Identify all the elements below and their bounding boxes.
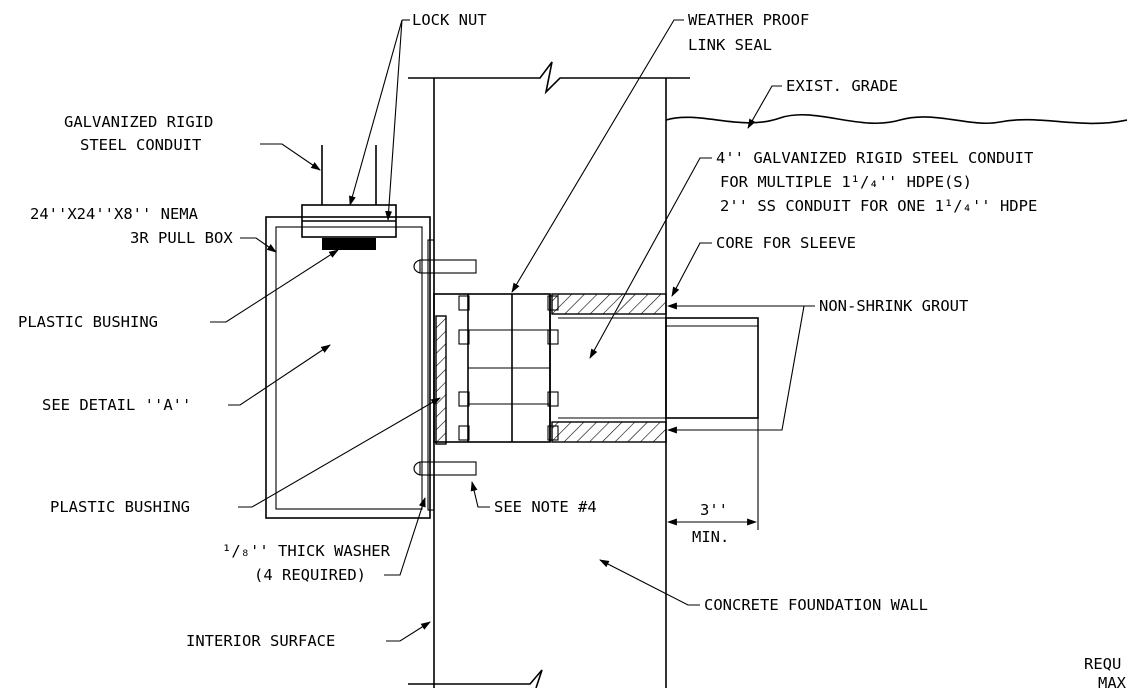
cut-max-label: MAX xyxy=(1098,674,1127,688)
weather-proof-label-2: LINK SEAL xyxy=(688,36,772,54)
plastic-bushing-bottom-label: PLASTIC BUSHING xyxy=(50,498,190,516)
conduit-4in-label-3: 2'' SS CONDUIT FOR ONE 1¹/₄'' HDPE xyxy=(720,197,1037,215)
non-shrink-label: NON-SHRINK GROUT xyxy=(819,297,968,315)
conduit-4in-label-1: 4'' GALVANIZED RIGID STEEL CONDUIT xyxy=(716,149,1033,167)
interior-surface-label: INTERIOR SURFACE xyxy=(186,632,335,650)
cut-req-label: REQU xyxy=(1084,655,1121,673)
weather-proof-label-1: WEATHER PROOF xyxy=(688,11,809,29)
lock-nut-label: LOCK NUT xyxy=(412,11,487,29)
leader-lines xyxy=(210,19,815,642)
plastic-bushing-top-label: PLASTIC BUSHING xyxy=(18,313,158,331)
pull-box xyxy=(265,145,477,519)
exist-grade-label: EXIST. GRADE xyxy=(786,77,898,95)
exist-grade-line xyxy=(665,114,1127,125)
galv-rigid-label-1: GALVANIZED RIGID xyxy=(64,113,213,131)
conduit-4in-label-2: FOR MULTIPLE 1¹/₄'' HDPE(S) xyxy=(720,173,972,191)
galv-rigid-label-2: STEEL CONDUIT xyxy=(80,136,201,154)
see-detail-label: SEE DETAIL ''A'' xyxy=(42,396,191,414)
dim-min-label: MIN. xyxy=(692,528,729,546)
concrete-wall xyxy=(408,61,690,688)
core-sleeve-label: CORE FOR SLEEVE xyxy=(716,234,856,252)
nema-label-2: 3R PULL BOX xyxy=(130,229,233,247)
see-note-label: SEE NOTE #4 xyxy=(494,498,597,516)
concrete-wall-label: CONCRETE FOUNDATION WALL xyxy=(704,596,928,614)
washer-label-1: ¹/₈'' THICK WASHER xyxy=(222,542,391,560)
link-seal-sleeve xyxy=(433,293,759,443)
nema-label-1: 24''X24''X8'' NEMA xyxy=(30,205,199,223)
washer-label-2: (4 REQUIRED) xyxy=(254,566,366,584)
dim-value-label: 3'' xyxy=(700,501,728,519)
